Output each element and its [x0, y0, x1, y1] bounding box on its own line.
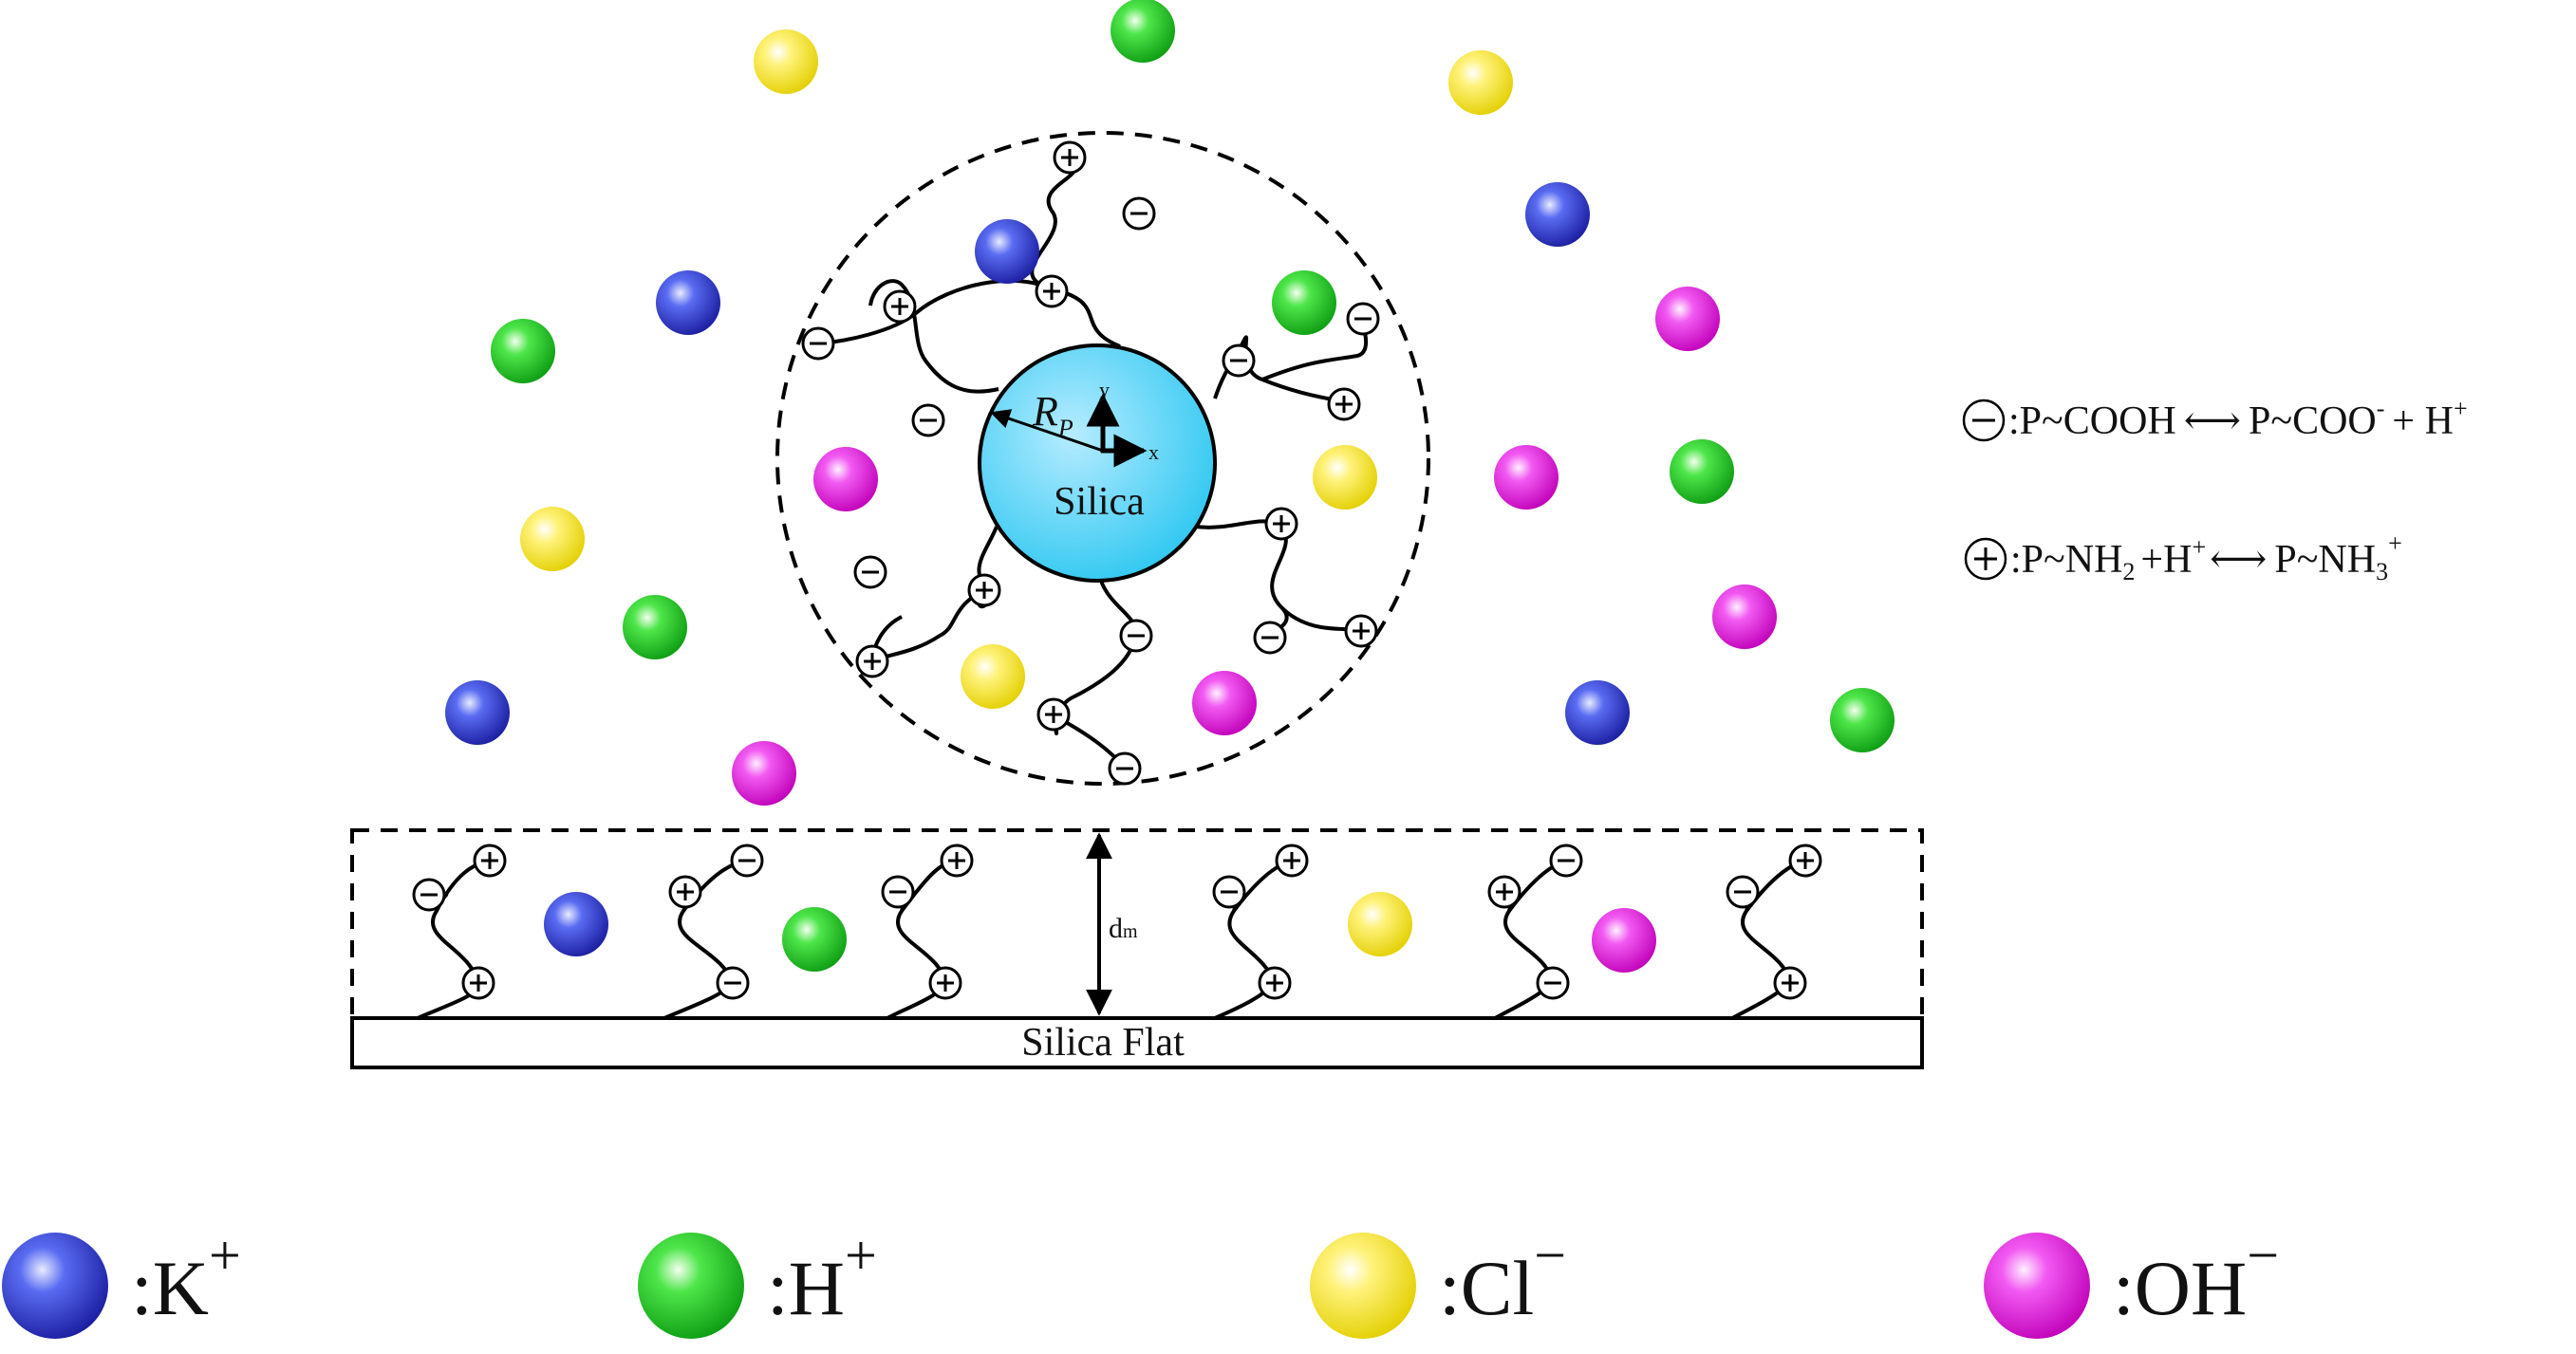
carboxyl-group-minus-icon: [801, 326, 835, 361]
carboxyl-group-minus-icon: [881, 875, 915, 909]
chloride-ion: [1313, 445, 1377, 510]
legend-hydrogen-label: :H+: [767, 1224, 877, 1331]
amine-group-plus-icon: [1035, 274, 1069, 308]
carboxyl-group-minus-icon: [1726, 875, 1760, 909]
ion-legend: :K+ :H+ :Cl− :OH−: [2, 1224, 2279, 1339]
potassium-ion: [656, 270, 720, 335]
carboxyl-group-minus-icon: [1212, 875, 1246, 909]
amine-group-plus-icon: [1264, 507, 1298, 541]
amine-group-plus-icon: [1275, 844, 1309, 878]
hydroxide-ion: [1494, 445, 1559, 510]
carboxyl-group-minus-icon: [1253, 621, 1287, 655]
radius-arrow: [990, 409, 1104, 453]
chloride-ion: [754, 29, 818, 94]
hydrogen-ion: [1830, 688, 1895, 752]
amine-group-plus-icon: [668, 875, 702, 909]
x-axis-label: x: [1148, 440, 1159, 464]
carboxyl-group-minus-icon: [853, 555, 887, 589]
silica-particle: [978, 343, 1217, 583]
amine-group-plus-icon: [1788, 844, 1822, 878]
y-axis-label: y: [1099, 378, 1110, 401]
chloride-ion: [1348, 892, 1412, 956]
legend-potassium-label: :K+: [131, 1224, 241, 1331]
shell-boundary: [775, 131, 1430, 786]
potassium-ion: [544, 892, 608, 956]
amine-group-plus-icon: [1036, 697, 1071, 732]
hydroxide-ion: [1712, 584, 1777, 649]
legend-chloride-ball: [1310, 1233, 1416, 1339]
hydroxide-ion: [1655, 287, 1720, 351]
chloride-ion: [961, 644, 1025, 709]
hydroxide-ion: [813, 447, 878, 511]
potassium-ion: [445, 680, 510, 745]
amine-group-plus-icon: [1487, 875, 1521, 909]
carboxyl-group-minus-icon: [1549, 844, 1583, 878]
chloride-ion: [520, 507, 585, 571]
amine-group-plus-icon: [1258, 966, 1292, 1000]
amine-group-plus-icon: [855, 644, 889, 678]
hydrogen-ion: [782, 907, 847, 972]
separation-label: dm: [1109, 913, 1138, 944]
silica-particle-label: Silica: [1054, 480, 1145, 524]
hydroxide-ion: [1192, 671, 1257, 735]
amine-group-plus-icon: [940, 844, 974, 878]
ions: [445, 0, 1895, 973]
potassium-ion: [1525, 182, 1590, 247]
hydrogen-ion: [1111, 0, 1175, 63]
hydroxide-ion: [1592, 908, 1656, 973]
amine-group-plus-icon: [1344, 614, 1378, 648]
legend-hydroxide-label: :OH−: [2113, 1224, 2279, 1331]
potassium-ion: [975, 219, 1039, 284]
carboxyl-group-minus-icon: [412, 878, 446, 912]
legend-potassium-ball: [2, 1233, 108, 1339]
hydrogen-ion: [491, 319, 555, 383]
amine-group-plus-icon: [461, 966, 495, 1000]
carboxyl-group-minus-icon: [911, 403, 945, 437]
reaction-acid: :P~COOH⟷P~COO-+ H+: [2008, 395, 2468, 443]
amine-group-plus-icon: [1773, 966, 1807, 1000]
amine-group-plus-icon: [928, 966, 962, 1000]
reaction-legend: :P~COOH⟷P~COO-+ H+ :P~NH2+H+⟷P~NH3+: [1962, 395, 2468, 585]
radius-label: RP: [1032, 388, 1073, 442]
hydrogen-ion: [1272, 270, 1336, 335]
carboxyl-group-minus-icon: [1119, 619, 1153, 653]
hydroxide-ion: [732, 741, 796, 806]
amine-group-plus-icon: [1327, 387, 1361, 421]
potassium-ion: [1565, 680, 1630, 745]
amine-group-plus-icon: [883, 289, 917, 324]
carboxyl-group-minus-icon: [1346, 302, 1380, 336]
amine-group-plus-icon: [473, 844, 507, 878]
carboxyl-group-minus-icon: [1122, 196, 1156, 231]
carboxyl-group-minus-icon: [1222, 343, 1256, 378]
legend-chloride-label: :Cl−: [1439, 1224, 1566, 1331]
charged-groups: [412, 140, 1822, 1000]
carboxyl-group-minus-icon: [1108, 751, 1142, 786]
hydrogen-ion: [1670, 439, 1734, 504]
chloride-ion: [1448, 50, 1513, 115]
silica-flat-label: Silica Flat: [1021, 1021, 1185, 1065]
legend-hydroxide-ball: [1984, 1233, 2090, 1339]
amine-group-plus-icon: [967, 573, 1001, 607]
amine-group-plus-icon: [1053, 140, 1087, 175]
reaction-base: :P~NH2+H+⟷P~NH3+: [2010, 529, 2402, 585]
silica-flat: [350, 1016, 1924, 1069]
carboxyl-group-minus-icon: [716, 966, 750, 1000]
carboxyl-group-minus-icon: [730, 844, 764, 878]
hydrogen-ion: [623, 595, 687, 659]
carboxyl-group-minus-icon: [1536, 966, 1570, 1000]
legend-hydrogen-ball: [638, 1233, 744, 1339]
